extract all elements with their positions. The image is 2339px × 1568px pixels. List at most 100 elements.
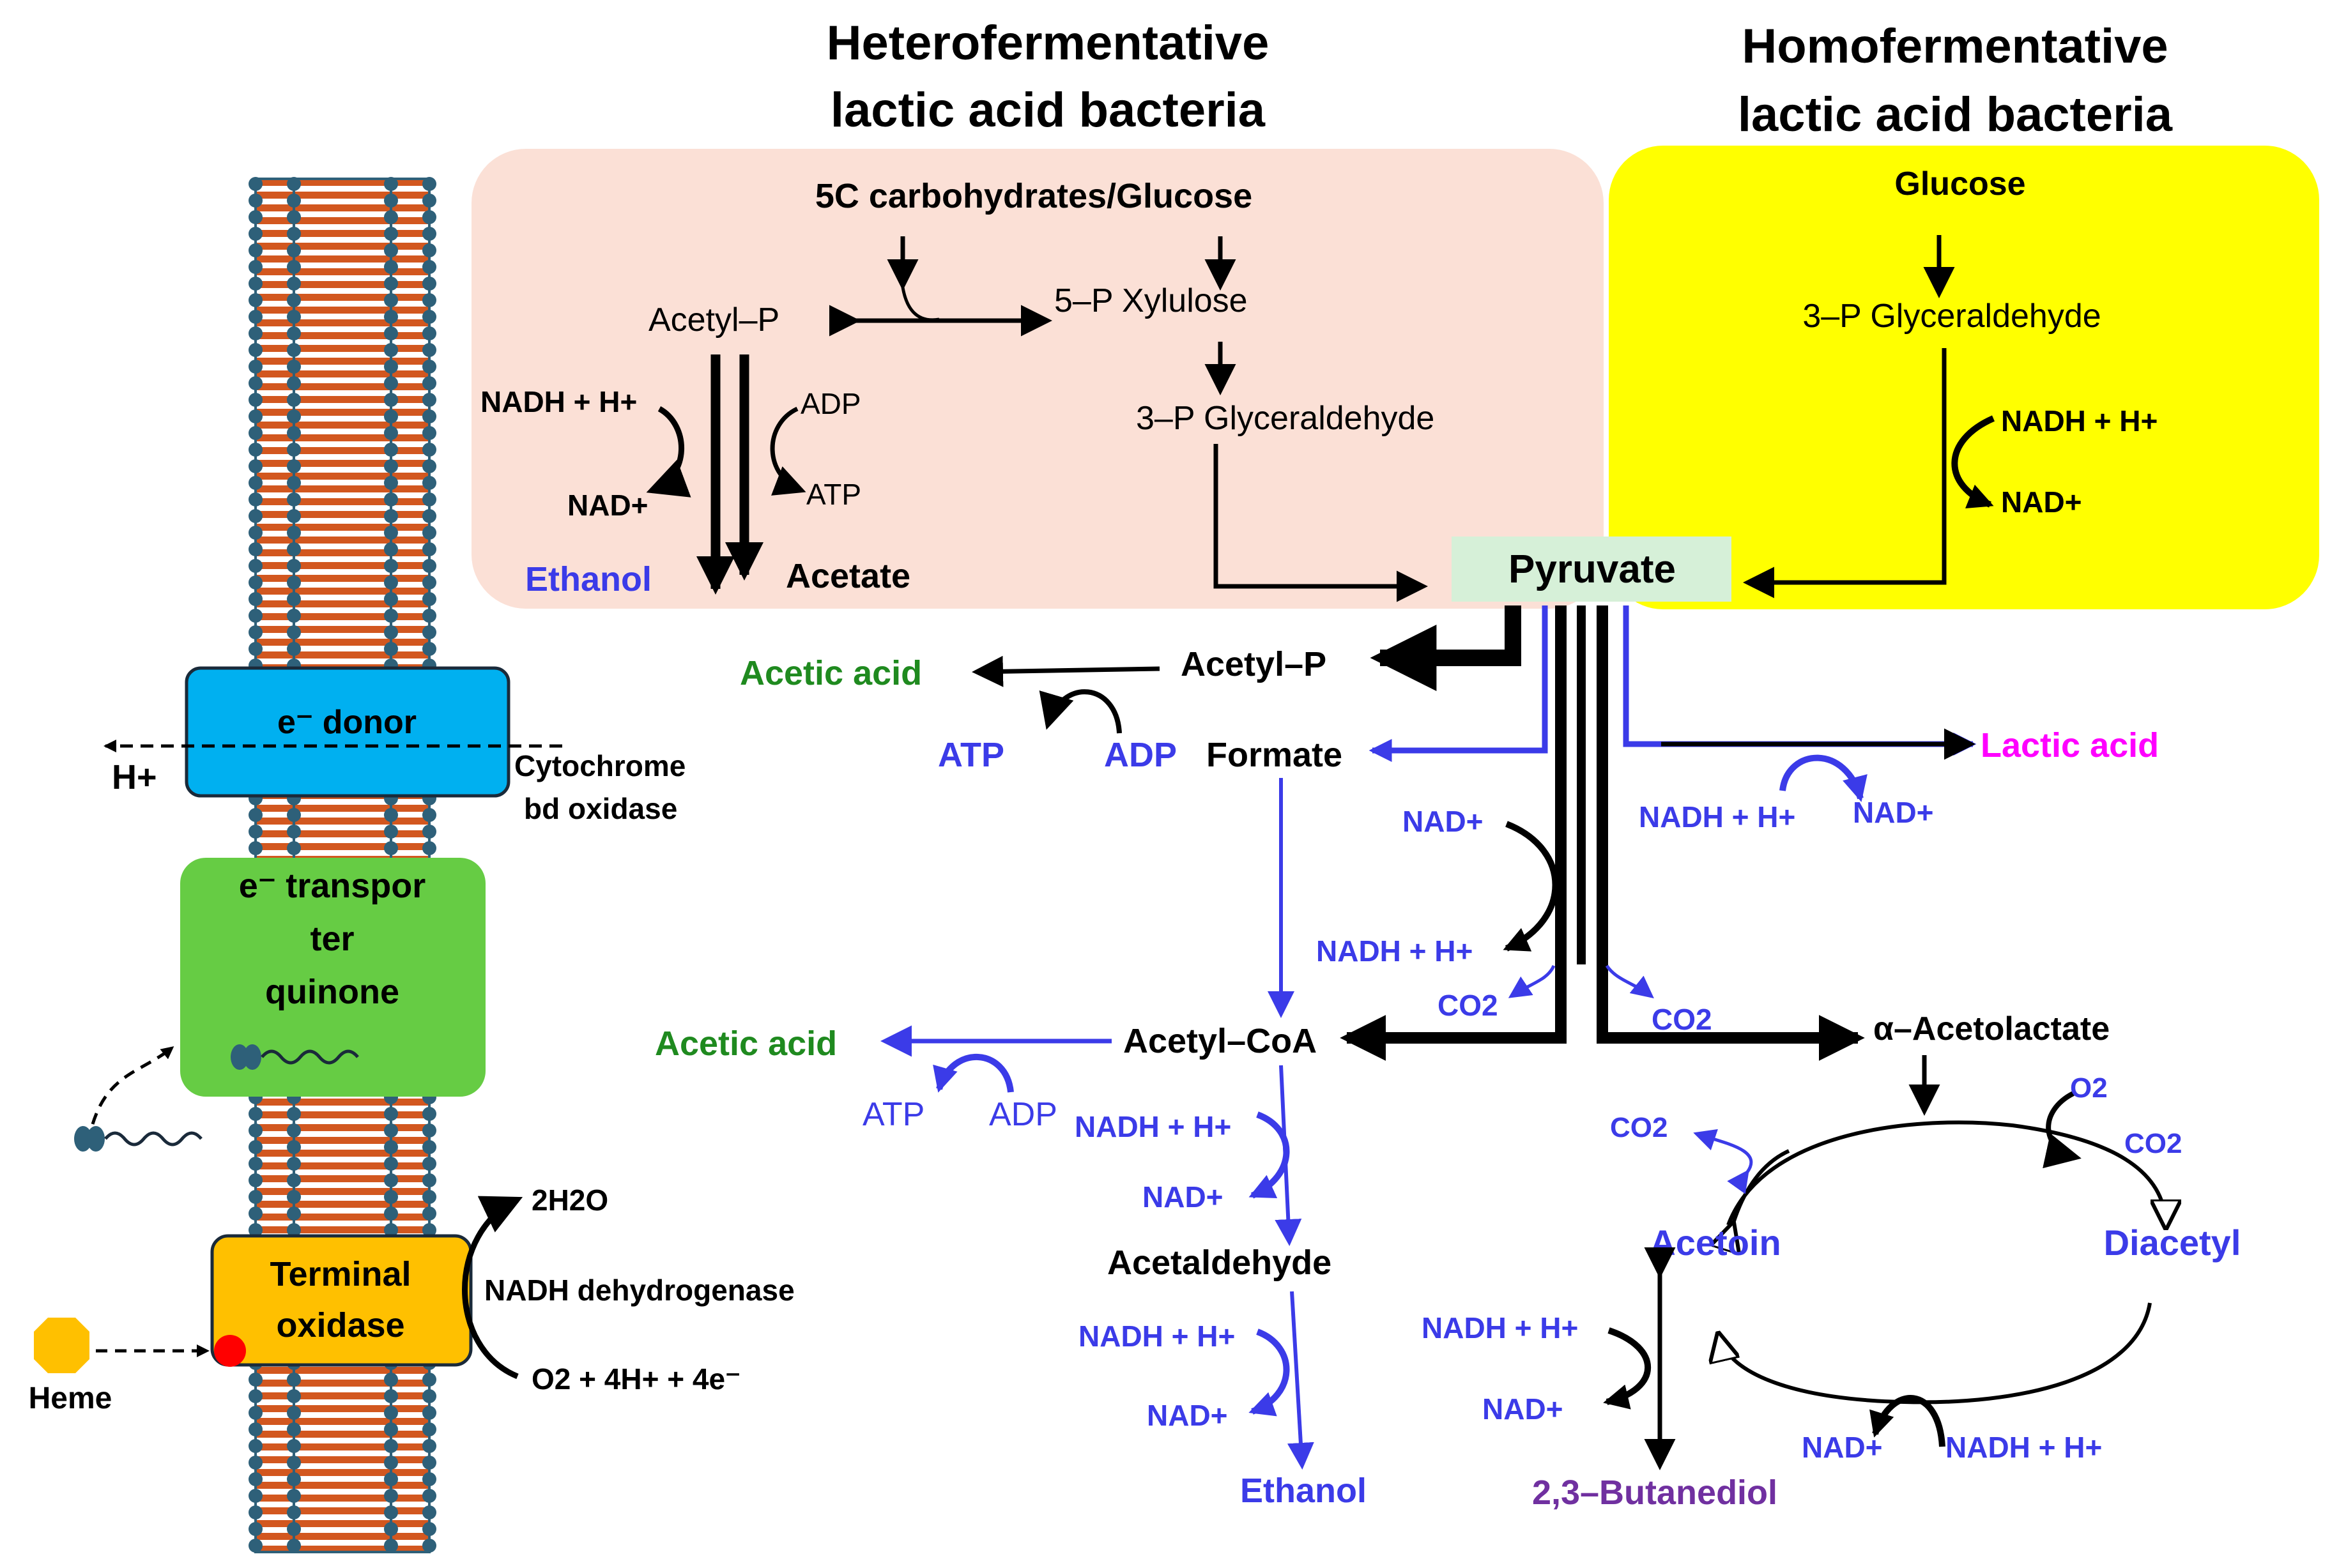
cytochrome-label-2: bd oxidase — [524, 792, 677, 825]
membrane-dot — [249, 1107, 263, 1121]
homo-heading-line2: lactic acid bacteria — [1738, 88, 2173, 142]
heme-label: Heme — [29, 1382, 112, 1415]
membrane-dot — [287, 1223, 301, 1237]
homo-heading-line1: Homofermentative — [1742, 19, 2168, 73]
membrane-dot — [422, 642, 436, 656]
membrane-dot — [287, 526, 301, 540]
aldh-curve — [1248, 1111, 1290, 1199]
membrane-dot — [422, 1389, 436, 1403]
membrane-dot — [384, 1539, 398, 1553]
co2-right-label: CO2 — [1652, 1003, 1712, 1036]
membrane-dot — [384, 343, 398, 357]
membrane-dot — [422, 310, 436, 324]
quinone-label-3: quinone — [265, 973, 399, 1011]
aldh-nad-label: NAD+ — [1142, 1180, 1223, 1214]
membrane-dot — [287, 592, 301, 606]
h-plus-label: H+ — [112, 758, 157, 796]
membrane-dot — [384, 609, 398, 623]
bdo-nad-label: NAD+ — [1482, 1392, 1563, 1426]
membrane-dot — [384, 277, 398, 291]
membrane-dot — [249, 1406, 263, 1420]
membrane-dot — [287, 509, 301, 523]
membrane-dot — [422, 1505, 436, 1519]
homo-g3p-to-pyruvate-arrow — [1743, 348, 1947, 598]
membrane-dot — [287, 841, 301, 855]
pyruvate-to-acetolactate-trunk — [1597, 605, 1865, 1061]
pdh-nadh-label: NADH + H+ — [1316, 934, 1473, 968]
membrane-dot — [287, 642, 301, 656]
membrane-dot — [422, 575, 436, 590]
membrane-dot — [249, 426, 263, 440]
membrane-dot — [249, 841, 263, 855]
membrane-dot — [249, 575, 263, 590]
membrane-dot — [384, 310, 398, 324]
membrane-dot — [249, 825, 263, 839]
membrane-dot — [384, 1123, 398, 1138]
membrane-dot — [287, 1406, 301, 1420]
homo-nadh-label: NADH + H+ — [2001, 404, 2158, 438]
membrane-dot — [422, 1539, 436, 1553]
membrane-dot — [422, 194, 436, 208]
membrane-dot — [287, 808, 301, 822]
membrane-dot — [422, 260, 436, 274]
membrane-dot — [249, 310, 263, 324]
ldh-nad-label: NAD+ — [1853, 796, 1934, 829]
membrane-dot — [422, 526, 436, 540]
hetero-acetyl-p-label: Acetyl–P — [648, 301, 779, 339]
membrane-dot — [384, 1223, 398, 1237]
membrane-dot — [287, 1489, 301, 1503]
membrane-dot — [422, 1456, 436, 1470]
membrane-dot — [422, 343, 436, 357]
membrane-dot — [384, 1389, 398, 1403]
e-donor-label: e⁻ donor — [277, 704, 417, 741]
membrane-dot — [384, 326, 398, 340]
membrane-dot — [422, 592, 436, 606]
quinone-molecule-icon — [231, 1044, 359, 1070]
membrane-dot — [249, 326, 263, 340]
membrane-dot — [287, 542, 301, 556]
membrane-dot — [422, 393, 436, 407]
hetero-g3p-to-pyruvate-arrow — [1213, 444, 1428, 602]
acetaldehyde-label: Acetaldehyde — [1107, 1244, 1331, 1282]
membrane-dot — [422, 1406, 436, 1420]
terminal-oxidase-label-1: Terminal — [270, 1255, 411, 1293]
hetero-g3p-label: 3–P Glyceraldehyde — [1136, 400, 1434, 437]
membrane-dot — [422, 808, 436, 822]
membrane-dot — [249, 260, 263, 274]
hetero-acetate-label: Acetate — [786, 557, 910, 595]
membrane-dot — [287, 243, 301, 257]
membrane-dot — [287, 1190, 301, 1204]
membrane-dot — [287, 1107, 301, 1121]
membrane-dot — [422, 1422, 436, 1436]
membrane-dot — [249, 227, 263, 241]
membrane-dot — [249, 277, 263, 291]
pyruvate-label: Pyruvate — [1508, 547, 1676, 591]
membrane-dot — [287, 260, 301, 274]
membrane-dot — [287, 360, 301, 374]
membrane-dot — [422, 376, 436, 390]
cytochrome-label-1: Cytochrome — [514, 749, 686, 782]
membrane-dot — [287, 476, 301, 490]
membrane-dot — [287, 1522, 301, 1536]
membrane-dot — [249, 625, 263, 639]
membrane-dot — [287, 1456, 301, 1470]
formate-label: Formate — [1206, 736, 1342, 774]
membrane-dot — [249, 592, 263, 606]
pyruvate-to-acetyl-coa-trunk — [1340, 605, 1567, 1061]
co2-left-arrow — [1508, 964, 1556, 998]
membrane-dot — [287, 1157, 301, 1171]
hetero-panel — [472, 149, 1604, 609]
membrane-dot — [422, 1439, 436, 1453]
membrane-dot — [384, 592, 398, 606]
membrane-dot — [287, 1389, 301, 1403]
membrane-dot — [287, 227, 301, 241]
e-donor-box — [185, 666, 510, 798]
membrane-dot — [384, 1472, 398, 1486]
membrane-dot — [384, 575, 398, 590]
membrane-dot — [287, 575, 301, 590]
membrane-dot — [249, 609, 263, 623]
pdh-nad-curve — [1503, 821, 1559, 952]
membrane-dot — [249, 1456, 263, 1470]
membrane-dot — [422, 509, 436, 523]
